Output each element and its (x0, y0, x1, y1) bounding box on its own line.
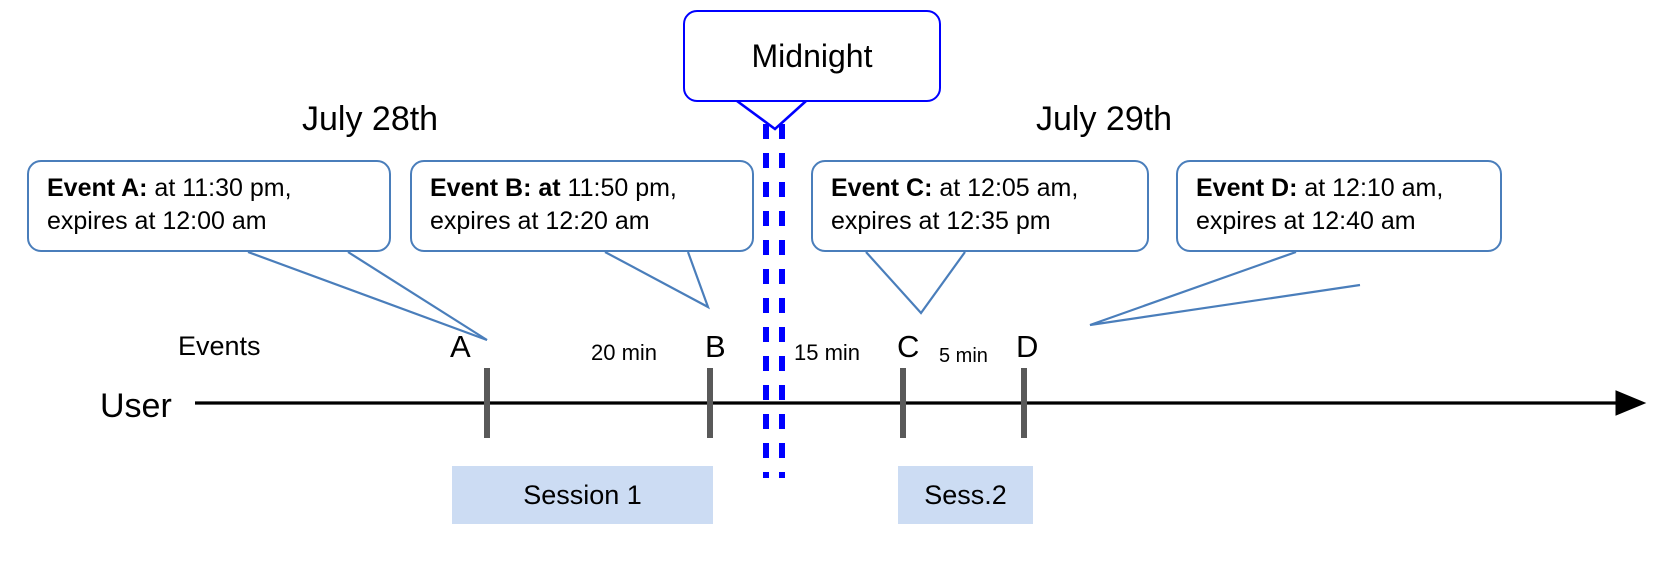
callout-event-a-bold: Event A: (47, 174, 148, 202)
callout-event-a: Event A: at 11:30 pm, expires at 12:00 a… (27, 160, 391, 252)
event-letter-a: A (450, 329, 471, 364)
callout-event-d-bold: Event D: (1196, 174, 1298, 202)
gap-label-a-b: 20 min (591, 340, 658, 365)
callout-event-b-bold: Event B: at (430, 174, 561, 202)
event-letter-d: D (1016, 329, 1039, 364)
callout-event-d: Event D: at 12:10 am, expires at 12:40 a… (1176, 160, 1502, 252)
session-box-2: Sess.2 (898, 466, 1033, 524)
callout-event-b: Event B: at 11:50 pm, expires at 12:20 a… (410, 160, 754, 252)
callout-event-d-line2: expires at 12:40 am (1196, 207, 1416, 236)
midnight-callout-tail (736, 99, 807, 131)
callout-event-c-line2: expires at 12:35 pm (831, 207, 1051, 236)
leader-event-d (1089, 250, 1361, 327)
callout-event-b-rest: 11:50 pm, (560, 174, 677, 202)
gap-label-c-d: 5 min (939, 345, 988, 367)
event-letter-c: C (897, 329, 920, 364)
midnight-label: Midnight (751, 37, 873, 74)
callout-event-d-line1: Event D: at 12:10 am, (1196, 172, 1486, 205)
callout-event-a-line1: Event A: at 11:30 pm, (47, 172, 375, 205)
session-box-1: Session 1 (452, 466, 713, 524)
callout-event-b-line2: expires at 12:20 am (430, 207, 650, 236)
callout-event-c-bold: Event C: (831, 174, 933, 202)
events-row-label: Events (178, 331, 261, 361)
session-box-1-label: Session 1 (523, 479, 642, 510)
callout-event-d-rest: at 12:10 am, (1297, 174, 1444, 202)
callout-event-a-rest: at 11:30 pm, (147, 174, 292, 202)
gap-label-b-c: 15 min (794, 340, 861, 365)
session-box-2-label: Sess.2 (924, 479, 1007, 510)
callout-event-b-line1: Event B: at 11:50 pm, (430, 172, 738, 205)
timeline-arrow-head (1615, 390, 1647, 416)
event-letter-b: B (705, 329, 726, 364)
leader-event-c (865, 251, 966, 315)
callout-event-c-line1: Event C: at 12:05 am, (831, 172, 1133, 205)
leader-event-a-2 (347, 251, 488, 341)
callout-event-c-rest: at 12:05 am, (932, 174, 1079, 202)
axis-label-user: User (100, 387, 172, 425)
callout-event-c: Event C: at 12:05 am, expires at 12:35 p… (811, 160, 1149, 252)
date-label-july-28: July 28th (302, 100, 439, 138)
date-label-july-29: July 29th (1036, 100, 1173, 138)
leader-event-b (604, 251, 711, 310)
callout-event-a-line2: expires at 12:00 am (47, 207, 267, 236)
midnight-callout: Midnight (683, 10, 941, 102)
leader-event-a-1 (247, 250, 488, 342)
